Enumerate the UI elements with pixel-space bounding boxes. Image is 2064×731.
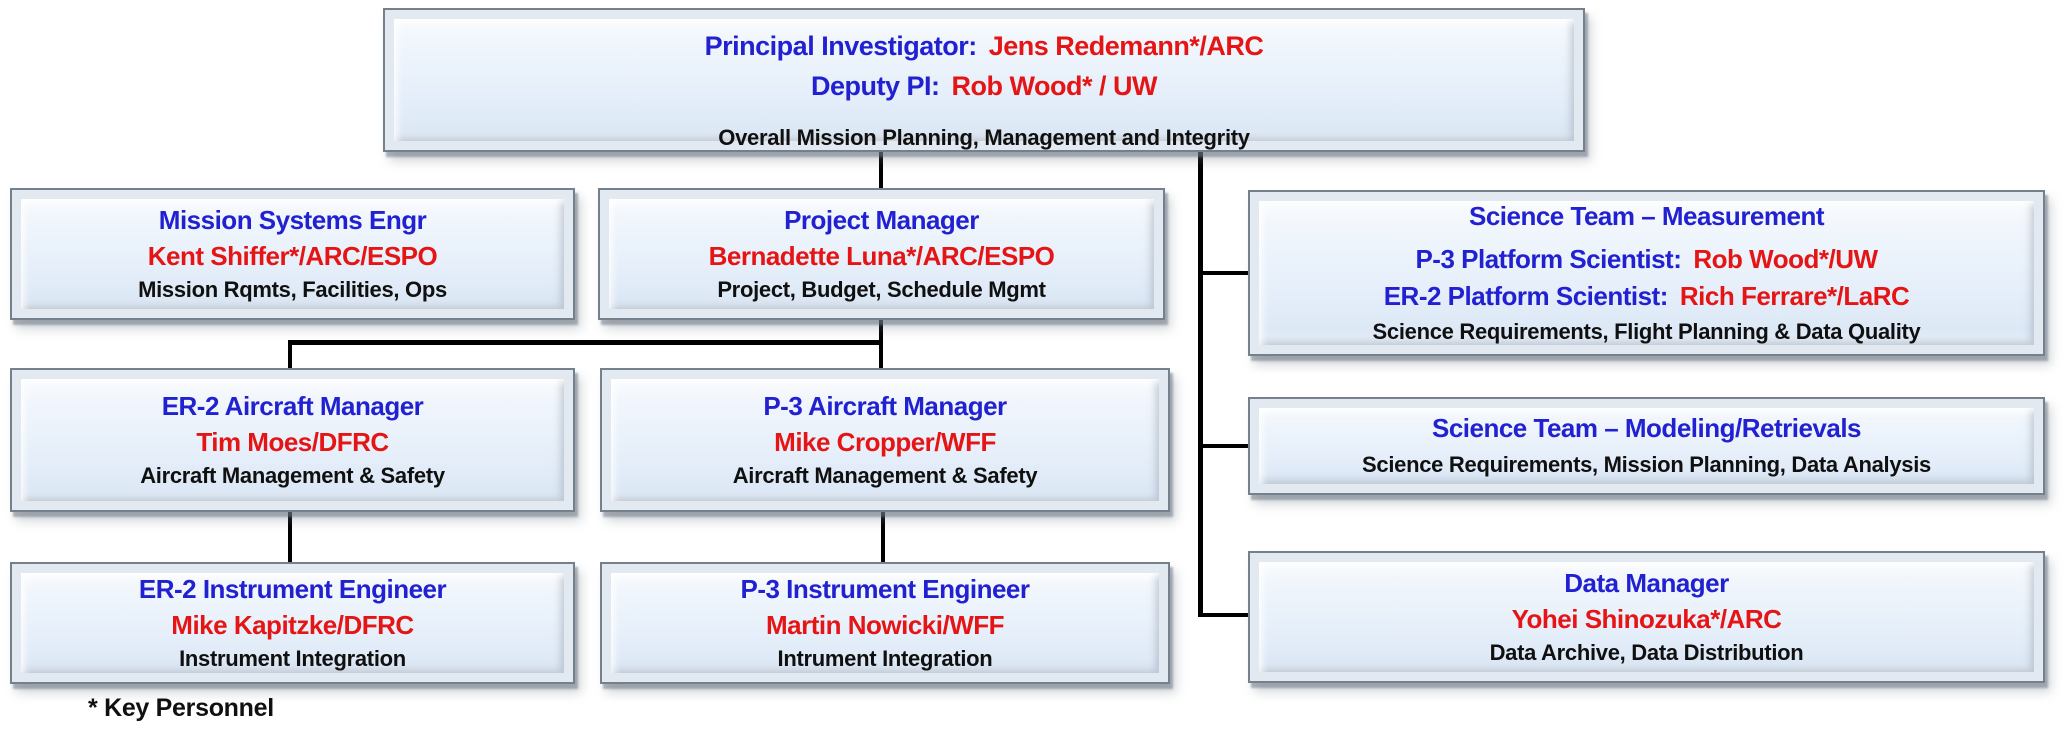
connector-top-to-project-manager: [879, 150, 883, 190]
org-box-mission-systems-engr: Mission Systems Engr Kent Shiffer*/ARC/E…: [10, 188, 575, 320]
connector-branch-science-measurement: [1198, 271, 1250, 275]
org-box-data-manager: Data Manager Yohei Shinozuka*/ARC Data A…: [1248, 551, 2045, 683]
connector-branch-data-manager: [1198, 613, 1250, 617]
er2-platform-scientist-label: ER-2 Platform Scientist:: [1383, 281, 1669, 312]
person-name: Bernadette Luna*/ARC/ESPO: [708, 240, 1055, 271]
pi-label: Principal Investigator:: [704, 31, 978, 61]
org-box-science-team-measurement: Science Team – Measurement P-3 Platform …: [1248, 190, 2045, 356]
role-title: P-3 Aircraft Manager: [763, 390, 1007, 421]
org-box-p3-aircraft-manager: P-3 Aircraft Manager Mike Cropper/WFF Ai…: [600, 368, 1170, 512]
role-title: ER-2 Aircraft Manager: [161, 390, 424, 421]
pi-duties: Overall Mission Planning, Management and…: [718, 124, 1250, 150]
connector-p3-aircraft-to-instrument: [881, 510, 885, 564]
duties: Data Archive, Data Distribution: [1489, 640, 1804, 665]
role-title: Science Team – Modeling/Retrievals: [1431, 413, 1862, 444]
org-box-project-manager: Project Manager Bernadette Luna*/ARC/ESP…: [598, 188, 1165, 320]
person-name: Tim Moes/DFRC: [196, 426, 389, 457]
p3-platform-scientist-line: P-3 Platform Scientist: Rob Wood*/UW: [1415, 244, 1878, 275]
duties: Science Requirements, Mission Planning, …: [1362, 452, 1931, 478]
person-name: Yohei Shinozuka*/ARC: [1511, 603, 1782, 634]
connector-right-trunk: [1198, 150, 1203, 617]
org-box-er2-instrument-engineer: ER-2 Instrument Engineer Mike Kapitzke/D…: [10, 562, 575, 684]
role-title: Project Manager: [784, 204, 979, 235]
org-box-er2-aircraft-manager: ER-2 Aircraft Manager Tim Moes/DFRC Airc…: [10, 368, 575, 512]
duties: Mission Rqmts, Facilities, Ops: [138, 277, 447, 302]
er2-platform-scientist-name: Rich Ferrare*/LaRC: [1679, 281, 1910, 312]
org-box-p3-instrument-engineer: P-3 Instrument Engineer Martin Nowicki/W…: [600, 562, 1170, 684]
role-title: Mission Systems Engr: [158, 204, 427, 235]
duties: Aircraft Management & Safety: [732, 462, 1038, 488]
person-name: Kent Shiffer*/ARC/ESPO: [147, 240, 438, 271]
p3-platform-scientist-name: Rob Wood*/UW: [1693, 244, 1878, 275]
duties: Project, Budget, Schedule Mgmt: [717, 277, 1046, 302]
person-name: Mike Kapitzke/DFRC: [171, 609, 414, 640]
key-personnel-footnote: * Key Personnel: [88, 694, 274, 722]
pi-line: Principal Investigator: Jens Redemann*/A…: [705, 30, 1264, 62]
er2-platform-scientist-line: ER-2 Platform Scientist: Rich Ferrare*/L…: [1384, 281, 1910, 312]
deputy-pi-label: Deputy PI:: [811, 71, 940, 102]
role-title: Science Team – Measurement: [1468, 201, 1825, 232]
duties: Aircraft Management & Safety: [140, 462, 445, 488]
role-title: ER-2 Instrument Engineer: [138, 573, 447, 604]
org-box-principal-investigator: Principal Investigator: Jens Redemann*/A…: [383, 8, 1585, 152]
deputy-pi-line: Deputy PI: Rob Wood* / UW: [811, 70, 1157, 102]
connector-aircraft-row-horizontal: [288, 340, 883, 345]
connector-er2-aircraft-to-instrument: [288, 510, 292, 564]
role-title: P-3 Instrument Engineer: [740, 573, 1031, 604]
org-box-science-team-modeling-retrievals: Science Team – Modeling/Retrievals Scien…: [1248, 397, 2045, 495]
duties: Intrument Integration: [777, 646, 993, 671]
person-name: Mike Cropper/WFF: [774, 426, 996, 457]
p3-platform-scientist-label: P-3 Platform Scientist:: [1415, 244, 1682, 275]
connector-stub-er2-aircraft: [288, 340, 292, 370]
duties: Instrument Integration: [179, 646, 406, 671]
duties: Science Requirements, Flight Planning & …: [1372, 318, 1921, 344]
pi-name: Jens Redemann*/ARC: [988, 31, 1264, 61]
role-title: Data Manager: [1564, 567, 1729, 598]
deputy-pi-name: Rob Wood* / UW: [951, 71, 1158, 102]
connector-branch-science-modeling: [1198, 444, 1250, 448]
person-name: Martin Nowicki/WFF: [766, 609, 1005, 640]
